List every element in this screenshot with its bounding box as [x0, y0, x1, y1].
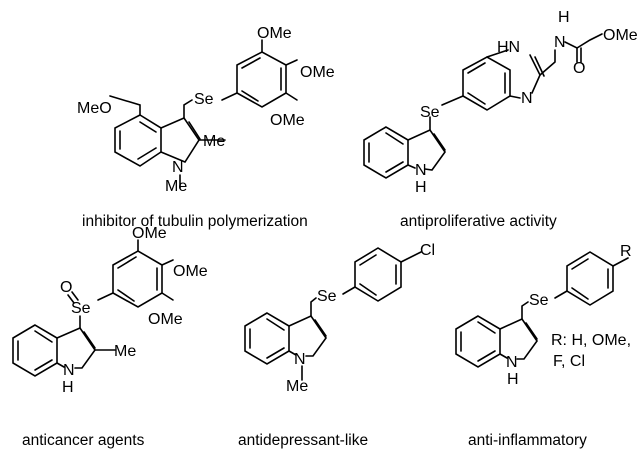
atom-se: Se	[420, 104, 440, 121]
atom-se: Se	[317, 288, 337, 305]
atom-cl: Cl	[420, 242, 435, 259]
atom-n: N	[294, 351, 306, 368]
atom-ome: OMe	[300, 64, 335, 81]
atom-me: Me	[203, 133, 225, 150]
atom-se: Se	[71, 300, 91, 317]
atom-ome: OMe	[270, 112, 305, 129]
structure-anti-inflammatory: Se R N H R: H, OMe, F, Cl	[455, 243, 632, 388]
atom-h: H	[62, 379, 74, 396]
atom-me: Me	[114, 343, 136, 360]
structure-anticancer: OMe OMe OMe O Se Me N H	[12, 225, 208, 396]
atom-ome: OMe	[603, 27, 638, 44]
caption-tubulin-inhibitor: inhibitor of tubulin polymerization	[82, 213, 308, 230]
atom-se: Se	[529, 292, 549, 309]
caption-anticancer: anticancer agents	[22, 432, 145, 449]
atom-h: H	[558, 9, 570, 26]
atom-ome: OMe	[173, 263, 208, 280]
structure-antidepressant: Se Cl N Me	[244, 242, 435, 395]
caption-anti-inflammatory: anti-inflammatory	[468, 432, 587, 449]
caption-antidepressant: antidepressant-like	[238, 432, 368, 449]
atom-h: H	[415, 179, 427, 196]
atom-o: O	[60, 279, 72, 296]
atom-se: Se	[194, 91, 214, 108]
caption-antiproliferative: antiproliferative activity	[400, 213, 557, 230]
atom-r: R	[620, 243, 632, 260]
atom-n-h: N	[554, 34, 566, 51]
atom-h: H	[507, 371, 519, 388]
atom-me: Me	[286, 378, 308, 395]
atom-o: O	[573, 60, 585, 77]
atom-hn: HN	[497, 39, 520, 56]
r-definition-line2: F, Cl	[553, 353, 585, 370]
atom-ome: OMe	[132, 225, 167, 242]
atom-n: N	[63, 362, 75, 379]
structure-antiproliferative: N H OMe O HN N Se N H	[363, 9, 638, 196]
atom-n: N	[521, 90, 533, 107]
atom-ome: OMe	[148, 311, 183, 328]
r-definition-line1: R: H, OMe,	[551, 332, 631, 349]
atom-n: N	[172, 159, 184, 176]
atom-meo: MeO	[77, 100, 112, 117]
atom-ome: OMe	[257, 25, 292, 42]
atom-n: N	[415, 162, 427, 179]
atom-n: N	[506, 354, 518, 371]
atom-me: Me	[165, 178, 187, 195]
structure-tubulin-inhibitor: OMe OMe OMe Se MeO Me N Me	[77, 25, 335, 195]
